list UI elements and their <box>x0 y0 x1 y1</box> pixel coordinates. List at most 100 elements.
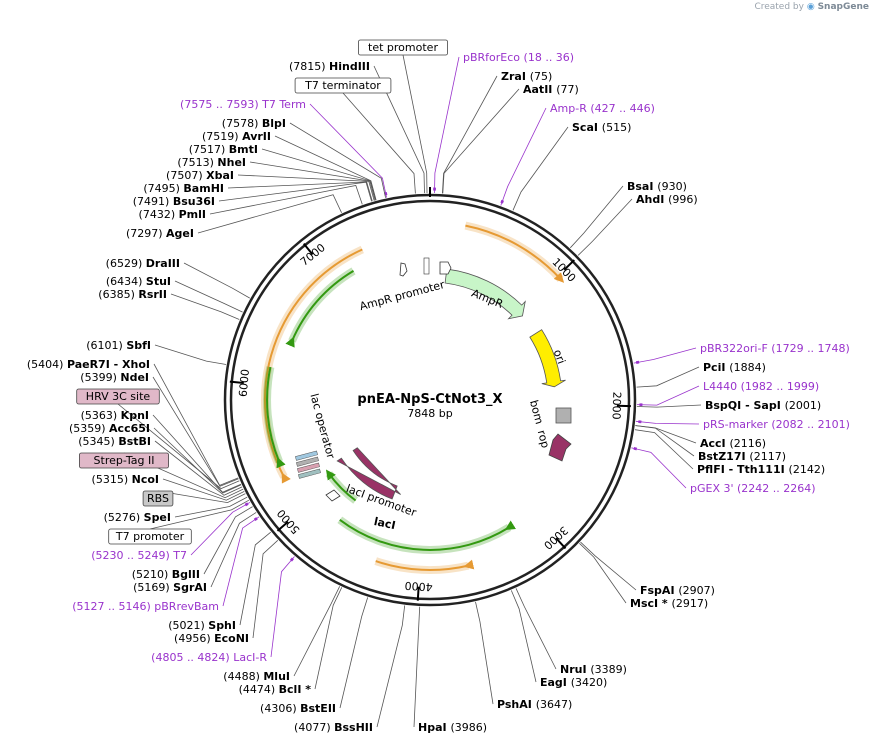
orf-arc <box>266 366 286 469</box>
feature-box-label: RBS <box>147 492 169 505</box>
leader-line <box>289 122 386 198</box>
enzyme-site-label: NruI (3389) <box>560 663 627 676</box>
lac-operator-glyph <box>298 468 321 479</box>
enzyme-site-label: MscI * (2917) <box>630 597 708 610</box>
site-name: SbfI <box>126 339 151 352</box>
site-name: pBR322ori-F <box>700 342 771 355</box>
leader-line <box>376 605 406 728</box>
site-name: NheI <box>217 156 246 169</box>
site-position: (7513) <box>177 156 217 169</box>
site-position: (5345) <box>78 435 118 448</box>
leader-line <box>633 347 697 364</box>
site-name: BssHII <box>334 721 373 734</box>
tick-mark <box>563 259 575 271</box>
site-position: (1884) <box>729 361 766 374</box>
site-name: BspQI - SapI <box>705 399 785 412</box>
enzyme-site-label: (7297) AgeI <box>126 227 194 240</box>
enzyme-site-label: AatII (77) <box>523 83 579 96</box>
site-position: (515) <box>602 121 632 134</box>
site-position: (2117) <box>749 450 786 463</box>
site-name: KpnI <box>121 409 149 422</box>
enzyme-site-label: (6385) RsrII <box>98 288 167 301</box>
leader-line <box>209 185 363 215</box>
bom-box <box>555 407 572 424</box>
site-position: (7578) <box>222 117 262 130</box>
leader-line <box>636 385 700 406</box>
feature-box <box>79 452 169 469</box>
site-name: BsaI <box>627 180 657 193</box>
tick-label: 5000 <box>274 507 302 537</box>
snapgene-credit: Created by ◉ SnapGene <box>754 2 869 12</box>
enzyme-site-label: (5359) Acc65I <box>69 422 150 435</box>
tick-label: 2000 <box>609 391 623 419</box>
rop-label: rop <box>535 429 552 450</box>
enzyme-site-label: (7519) AvrII <box>202 130 271 143</box>
enzyme-site-label: HpaI (3986) <box>418 721 487 734</box>
tick-mark <box>229 380 244 384</box>
enzyme-site-label: BsaI (930) <box>627 180 687 193</box>
leader-line <box>635 425 695 457</box>
site-position: (2082 .. 2101) <box>771 418 850 431</box>
enzyme-site-label: FspAI (2907) <box>640 584 715 597</box>
site-name: AvrII <box>242 130 271 143</box>
site-position: (7507) <box>166 169 206 182</box>
leader-line <box>239 531 271 626</box>
site-name: BamHI <box>183 182 224 195</box>
credit-prefix: Created by <box>754 2 804 12</box>
feature-label: pBRforEco (18 .. 36) <box>463 51 574 64</box>
rop-arrow <box>548 433 572 462</box>
site-position: (5021) <box>168 619 208 632</box>
site-position: (6385) <box>98 288 138 301</box>
tick-label: 6000 <box>237 368 252 397</box>
site-name: BstEII <box>300 702 336 715</box>
leader-line <box>149 499 250 530</box>
leader-line <box>635 420 700 425</box>
site-name: StuI <box>146 275 171 288</box>
feature-marker <box>244 502 249 507</box>
site-position: (2907) <box>678 584 715 597</box>
leader-line <box>154 344 227 365</box>
leader-line <box>203 506 253 575</box>
site-position: (5169) <box>133 581 173 594</box>
site-position: (6101) <box>86 339 126 352</box>
site-name: BglII <box>172 568 200 581</box>
leader-line <box>227 181 373 202</box>
backbone-inner <box>229 199 631 601</box>
feature-box <box>357 39 448 56</box>
leader-line <box>117 403 240 490</box>
site-position: (4805 .. 4824) <box>151 651 233 664</box>
site-name: PmlI <box>179 208 206 221</box>
leader-line <box>636 404 702 408</box>
site-position: (5404) <box>27 358 67 371</box>
site-position: (6529) <box>106 257 146 270</box>
site-position: (4077) <box>294 721 334 734</box>
ampr-promoter-label: AmpR promoter <box>358 278 446 313</box>
site-name: AgeI <box>166 227 194 240</box>
tick-mark <box>303 242 314 256</box>
enzyme-site-label: (5210) BglII <box>132 568 200 581</box>
ampr-promoter-glyph <box>399 262 408 277</box>
leader-line <box>152 376 239 487</box>
leader-line <box>579 543 627 604</box>
orf-arc <box>339 519 516 551</box>
site-position: (4474) <box>239 683 279 696</box>
site-position: (5359) <box>69 422 109 435</box>
lac-operator-glyph <box>297 462 320 473</box>
leader-line <box>249 161 376 201</box>
feature-marker <box>289 557 294 562</box>
enzyme-site-label: (5399) NdeI <box>80 371 149 384</box>
leader-line <box>512 126 569 211</box>
feature-label: pRS-marker (2082 .. 2101) <box>703 418 850 431</box>
site-position: (5363) <box>81 409 121 422</box>
enzyme-site-label: (6434) StuI <box>106 275 171 288</box>
leader-line <box>252 540 279 639</box>
enzyme-site-label: (7491) Bsu36I <box>133 195 215 208</box>
leader-line <box>515 588 557 670</box>
enzyme-site-label: (4956) EcoNI <box>174 632 249 645</box>
leader-line <box>309 103 387 198</box>
site-name: EagI <box>540 676 571 689</box>
site-name: AhdI <box>636 193 668 206</box>
site-position: (7297) <box>126 227 166 240</box>
